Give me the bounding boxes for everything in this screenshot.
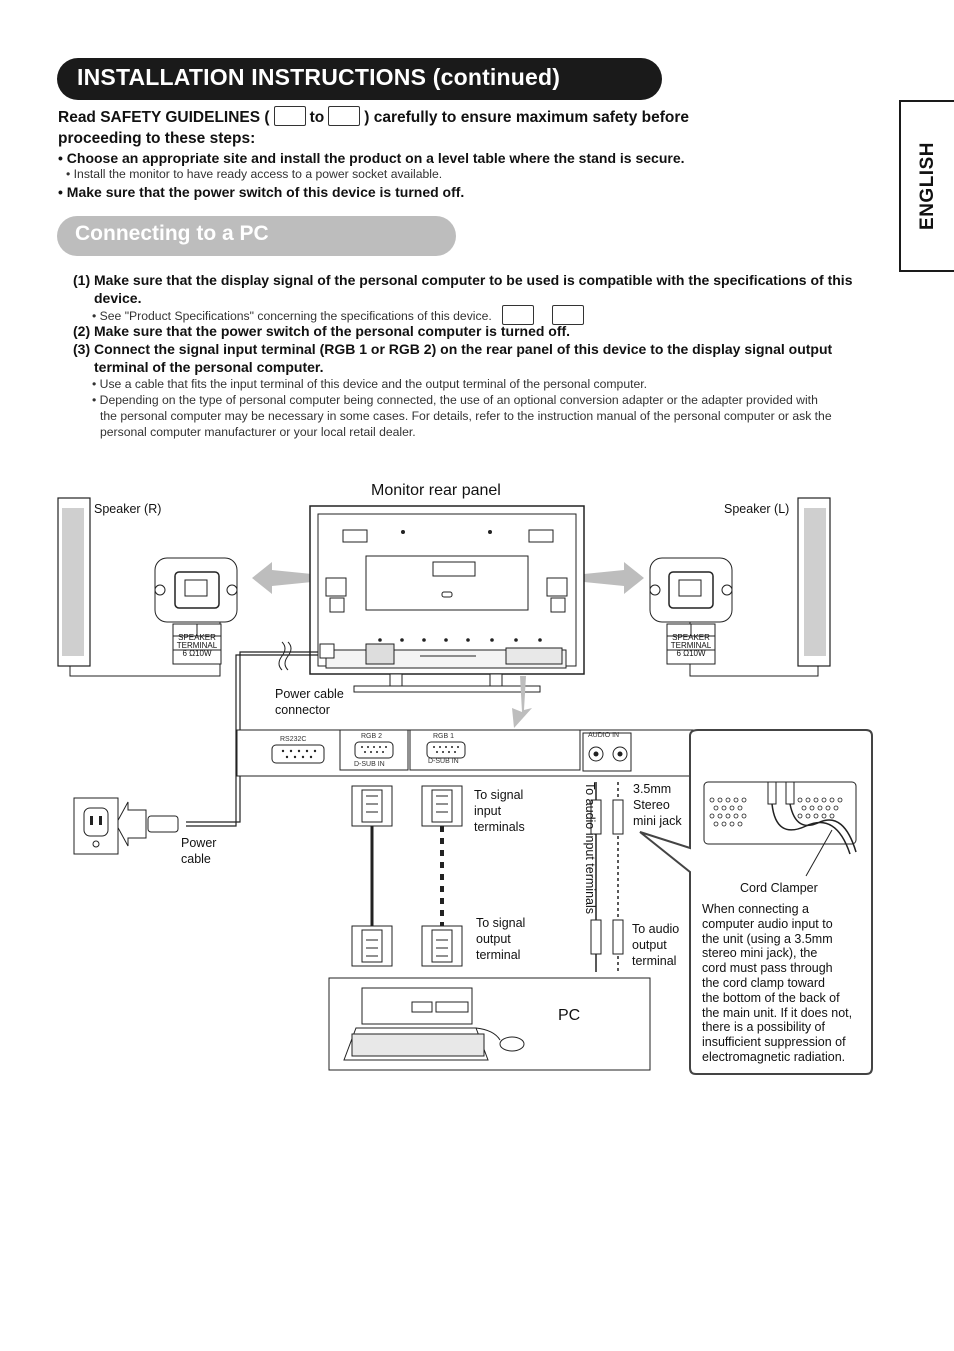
label-line: mini jack	[633, 814, 682, 828]
vga-cable-solid	[351, 785, 393, 967]
rgb2-dsub-label: D-SUB IN	[354, 761, 385, 768]
vga-cable-dotted	[421, 785, 463, 967]
label-line: terminals	[474, 820, 525, 834]
speaker-left-illustration	[649, 497, 831, 677]
step-1-note-text: • See "Product Specifications" concernin…	[92, 309, 492, 324]
label-line: terminal	[632, 954, 677, 968]
page-ref-box	[328, 106, 361, 126]
rs232c-port-label: RS232C	[280, 736, 307, 743]
callout-line: the main unit. If it does not,	[702, 1005, 853, 1020]
label-line: To audio	[632, 922, 680, 936]
page-ref-box	[273, 106, 306, 126]
speaker-terminal-label-left: SPEAKER TERMINAL 6 Ω10W	[668, 634, 714, 658]
speaker-terminal-line: SPEAKER	[178, 633, 216, 642]
label-line: Power	[181, 836, 217, 850]
callout-line: there is a possibility of	[702, 1020, 825, 1035]
rgb1-dsub-label: D-SUB IN	[428, 758, 459, 765]
callout-line: computer audio input to	[702, 916, 833, 931]
page-title-banner: INSTALLATION INSTRUCTIONS (continued)	[57, 58, 662, 100]
page-ref-box	[501, 305, 534, 325]
rgb1-port-label: RGB 1	[433, 733, 455, 740]
arrow-to-speaker-left	[584, 562, 644, 594]
speaker-terminal-line: TERMINAL	[176, 641, 218, 650]
monitor-rear-illustration	[309, 505, 585, 693]
language-tab-label: ENGLISH	[916, 142, 938, 230]
callout-line: cord must pass through	[702, 961, 833, 976]
audio-cables-illustration	[590, 782, 624, 972]
power-cable-illustration	[73, 641, 318, 855]
label-line: input	[474, 804, 502, 818]
pc-label: PC	[558, 1007, 581, 1024]
speaker-terminal-line: 6 Ω10W	[676, 649, 706, 658]
label-line: connector	[275, 703, 330, 717]
speaker-right-label: Speaker (R)	[94, 502, 162, 516]
pc-illustration	[328, 977, 651, 1071]
arrow-to-panel	[512, 676, 532, 728]
label-line: 3.5mm	[633, 782, 672, 796]
label-line: terminal	[476, 948, 521, 962]
callout-line: the bottom of the back of	[702, 990, 840, 1005]
callout-line: the unit (using a 3.5mm	[702, 931, 833, 946]
callout-line: When connecting a	[702, 902, 810, 916]
cord-clamper-label: Cord Clamper	[740, 881, 818, 895]
label-line: Stereo	[633, 798, 670, 812]
to-audio-output-label: To audio output terminal	[632, 921, 679, 969]
monitor-rear-panel-label: Monitor rear panel	[371, 482, 501, 499]
language-tab: ENGLISH	[899, 100, 954, 272]
speaker-terminal-line: TERMINAL	[670, 641, 712, 650]
step-1-line-1: (1) Make sure that the display signal of…	[73, 272, 853, 288]
safety-sub-bullet-1: • Install the monitor to have ready acce…	[66, 167, 443, 181]
step-1-line-2: device.	[94, 290, 142, 306]
label-line: To signal	[474, 788, 524, 802]
rgb2-port-label: RGB 2	[361, 733, 383, 740]
terminal-panel-illustration	[236, 729, 700, 777]
label-line: cable	[181, 852, 211, 866]
to-audio-input-label: To audio input terminals	[583, 782, 597, 915]
label-line: To signal	[476, 916, 526, 930]
to-signal-input-label: To signal input terminals	[474, 787, 525, 835]
callout-line: insufficient suppression of	[702, 1035, 846, 1050]
callout-note: When connecting a computer audio input t…	[702, 902, 852, 1065]
safety-line-1: Read SAFETY GUIDELINES ( to ) carefully to…	[58, 106, 689, 128]
section-heading: Connecting to a PC	[75, 222, 269, 245]
speaker-terminal-line: 6 Ω10W	[182, 649, 212, 658]
step-3-line-1: (3) Connect the signal input terminal (R…	[73, 341, 833, 357]
safety-bullet-2: • Make sure that the power switch of thi…	[58, 184, 465, 200]
safety-line-1-to: to	[309, 109, 325, 127]
page-ref-box	[551, 305, 584, 325]
callout-line: stereo mini jack), the	[702, 946, 818, 961]
step-1-note: • See "Product Specifications" concernin…	[92, 305, 588, 327]
audio-in-port-label: AUDIO IN	[588, 732, 620, 739]
step-3-line-2: terminal of the personal computer.	[94, 359, 324, 375]
stereo-mini-jack-label: 3.5mm Stereo mini jack	[633, 781, 682, 829]
step-2: (2) Make sure that the power switch of t…	[73, 323, 571, 339]
step-3-note-2-line-3: personal computer manufacturer or your l…	[100, 425, 416, 439]
safety-line-2: proceeding to these steps:	[58, 130, 256, 147]
safety-bullet-1: • Choose an appropriate site and install…	[58, 150, 685, 166]
power-cable-label: Power cable	[181, 835, 216, 867]
safety-line-1-end: ) carefully to ensure maximum safety bef…	[364, 109, 689, 127]
page-title: INSTALLATION INSTRUCTIONS (continued)	[77, 64, 561, 90]
to-signal-output-label: To signal output terminal	[476, 915, 525, 963]
safety-line-1-start: Read SAFETY GUIDELINES (	[58, 109, 270, 127]
speaker-terminal-line: SPEAKER	[672, 633, 710, 642]
step-3-note-2-line-2: the personal computer may be necessary i…	[100, 409, 832, 423]
callout-box	[639, 729, 873, 1075]
speaker-left-label: Speaker (L)	[724, 502, 790, 516]
section-heading-banner: Connecting to a PC	[57, 216, 456, 256]
arrow-to-speaker-right	[252, 562, 312, 594]
callout-line: electromagnetic radiation.	[702, 1049, 846, 1064]
connection-diagram	[57, 497, 873, 1075]
power-cable-connector-label: Power cable connector	[275, 686, 344, 718]
speaker-right-illustration	[57, 497, 238, 677]
speaker-terminal-label-right: SPEAKER TERMINAL 6 Ω10W	[174, 634, 220, 658]
label-line: output	[632, 938, 667, 952]
step-3-note-1: • Use a cable that fits the input termin…	[92, 377, 648, 391]
callout-line: the cord clamp toward	[702, 975, 825, 990]
label-line: output	[476, 932, 511, 946]
step-3-note-2-line-1: • Depending on the type of personal comp…	[92, 393, 818, 407]
label-line: Power cable	[275, 687, 344, 701]
